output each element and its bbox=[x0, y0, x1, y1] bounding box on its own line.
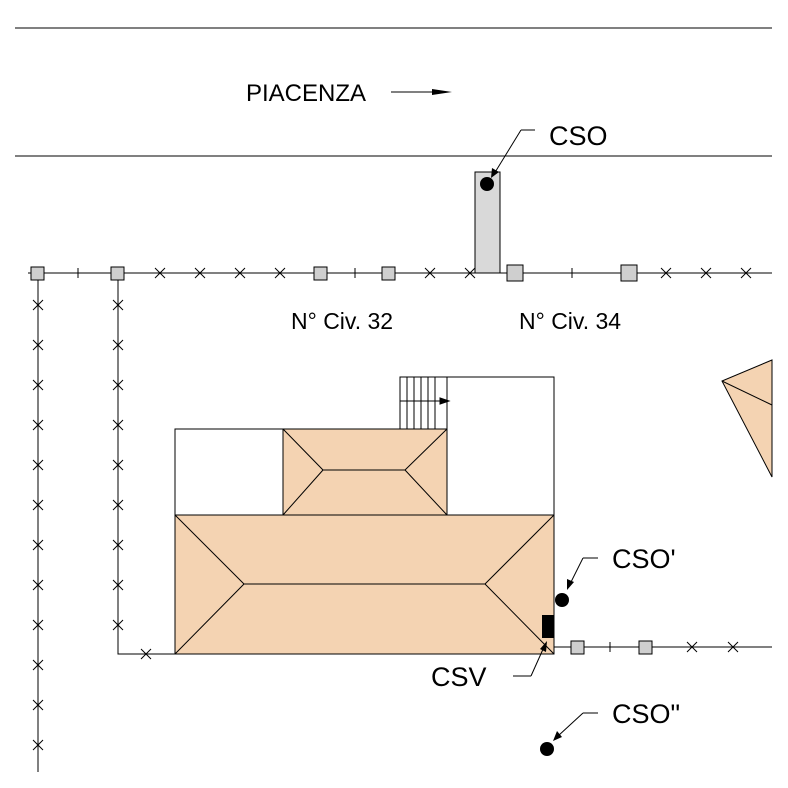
fence-lines bbox=[28, 272, 772, 772]
fence-post bbox=[381, 266, 396, 281]
fence-x-mark bbox=[32, 699, 44, 711]
civic-number-left: N° Civ. 32 bbox=[291, 308, 393, 334]
fence-x-mark bbox=[32, 379, 44, 391]
fence-post bbox=[30, 266, 45, 281]
stairs-icon bbox=[400, 377, 451, 429]
csv-label: CSV bbox=[431, 662, 487, 692]
fence-x-mark bbox=[32, 539, 44, 551]
fence-post bbox=[506, 264, 524, 282]
fence-x-marks bbox=[32, 267, 752, 751]
fence-x-mark bbox=[727, 641, 739, 653]
fence-x-mark bbox=[112, 539, 124, 551]
building bbox=[174, 376, 555, 655]
direction-arrow-icon bbox=[391, 89, 452, 95]
fence-x-mark bbox=[112, 339, 124, 351]
fence-x-mark bbox=[194, 267, 206, 279]
fence-post bbox=[313, 266, 328, 281]
building-wing-left bbox=[174, 428, 284, 516]
civic-number-right: N° Civ. 34 bbox=[519, 308, 621, 334]
fence-post bbox=[570, 640, 585, 655]
fence-x-mark bbox=[32, 579, 44, 591]
cso-point bbox=[480, 177, 494, 191]
cso-double-prime-label: CSO" bbox=[612, 699, 680, 729]
fence-x-mark bbox=[112, 459, 124, 471]
fence-x-mark bbox=[112, 419, 124, 431]
fence-x-mark bbox=[112, 379, 124, 391]
cso-label: CSO bbox=[549, 121, 608, 151]
cso-leader bbox=[491, 129, 535, 178]
fence-x-mark bbox=[32, 659, 44, 671]
cso-prime-point bbox=[555, 593, 569, 607]
roof-main bbox=[174, 514, 555, 655]
cso-double-prime-leader bbox=[553, 712, 598, 741]
fence-x-mark bbox=[140, 648, 152, 660]
fence-x-mark bbox=[740, 267, 752, 279]
fence-x-mark bbox=[424, 267, 436, 279]
fence-x-mark bbox=[274, 267, 286, 279]
fence-x-mark bbox=[32, 299, 44, 311]
fence-x-mark bbox=[464, 267, 476, 279]
fence-x-mark bbox=[32, 459, 44, 471]
fence-x-mark bbox=[32, 499, 44, 511]
csv-meter bbox=[542, 615, 554, 638]
cso-prime-label: CSO' bbox=[612, 544, 676, 574]
fence-x-mark bbox=[686, 641, 698, 653]
fence-x-mark bbox=[32, 739, 44, 751]
fence-post bbox=[638, 640, 653, 655]
fence-x-mark bbox=[112, 579, 124, 591]
fence-post bbox=[110, 266, 125, 281]
fence-posts bbox=[30, 264, 653, 655]
fence-x-mark bbox=[660, 267, 672, 279]
fence-post bbox=[620, 264, 638, 282]
fence-x-mark bbox=[32, 619, 44, 631]
roof-upper bbox=[282, 428, 448, 516]
csv-leader bbox=[513, 641, 547, 677]
street-name: PIACENZA bbox=[246, 80, 366, 107]
cso-prime-leader bbox=[567, 557, 598, 590]
stair-box bbox=[399, 376, 448, 430]
fence-x-mark bbox=[234, 267, 246, 279]
fence-x-mark bbox=[112, 499, 124, 511]
building-wing-right bbox=[446, 376, 555, 516]
fence-x-mark bbox=[154, 267, 166, 279]
fence-x-mark bbox=[112, 299, 124, 311]
fence-x-mark bbox=[32, 419, 44, 431]
fence-x-mark bbox=[112, 619, 124, 631]
fence-x-mark bbox=[32, 339, 44, 351]
fence-x-mark bbox=[700, 267, 712, 279]
cso-double-prime-point bbox=[540, 742, 554, 756]
roof-neighbour bbox=[721, 359, 773, 478]
fence-ticks bbox=[77, 268, 611, 652]
